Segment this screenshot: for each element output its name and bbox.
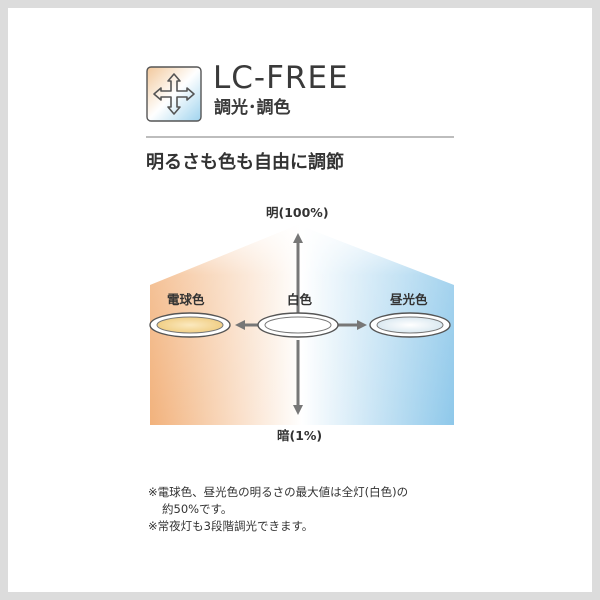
- light-label-warm: 電球色: [167, 292, 205, 307]
- four-way-arrows-icon: [146, 66, 202, 122]
- note-line-2: ※常夜灯も3段階調光できます。: [148, 519, 314, 533]
- note-line-1: ※電球色、昼光色の明るさの最大値は全灯(白色)の: [148, 485, 409, 499]
- downlight-daylight-icon: [369, 312, 451, 338]
- downlight-white-icon: [257, 312, 339, 338]
- headline: 明るさも色も自由に調節: [146, 152, 344, 173]
- brand-name: LC-FREE: [213, 60, 349, 96]
- divider: [146, 136, 454, 138]
- brand-subtitle: 調光･調色: [214, 98, 291, 118]
- note-line-1-cont: 約50%です。: [162, 502, 233, 516]
- light-label-white: 白色: [287, 292, 313, 307]
- logo: [146, 66, 202, 122]
- brightness-max-label: 明(100%): [266, 205, 329, 220]
- downlight-warm-icon: [149, 312, 231, 338]
- brightness-min-label: 暗(1%): [277, 428, 323, 443]
- light-label-daylight: 昼光色: [390, 292, 428, 307]
